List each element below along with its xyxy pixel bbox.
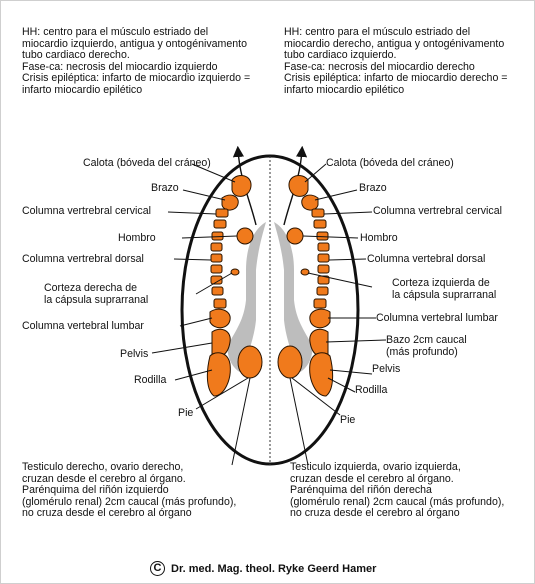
label-right-pie: Pie	[340, 414, 355, 426]
label-right-hombro: Hombro	[360, 232, 398, 244]
label-left-calota: Calota (bóveda del cráneo)	[83, 157, 211, 169]
organ-right-calota	[289, 175, 308, 196]
organ-left-dorsal-2	[211, 243, 222, 251]
label-left-dorsal: Columna vertrebral dorsal	[22, 253, 144, 265]
label-right-pelvis: Pelvis	[372, 363, 400, 375]
organ-right-dorsal-6	[317, 287, 328, 295]
label-right-corteza: Corteza izquierda de la cápsula suprarra…	[392, 277, 496, 301]
organ-left-lumbar-1	[214, 299, 226, 308]
label-left-brazo: Brazo	[151, 182, 179, 194]
label-left-rodilla: Rodilla	[134, 374, 166, 386]
label-left-pelvis: Pelvis	[120, 348, 148, 360]
organ-right-dorsal-3	[318, 254, 329, 262]
organ-right-cervical-2	[314, 220, 326, 228]
footer-right-text: Testiculo izquierda, ovario izquierda, c…	[290, 462, 530, 520]
organ-right-pie	[278, 346, 302, 378]
organ-right-lumbar-2	[310, 309, 330, 328]
organ-left-brazo	[222, 195, 238, 210]
organ-left-dorsal-4	[211, 265, 222, 273]
label-right-brazo: Brazo	[359, 182, 387, 194]
organ-left-corteza	[231, 269, 239, 275]
organ-left-pie	[238, 346, 262, 378]
organ-right-lumbar-1	[314, 299, 326, 308]
label-right-lumbar: Columna vertebral lumbar	[376, 312, 498, 324]
organ-left-hombro	[237, 228, 253, 244]
organ-right-dorsal-1	[317, 232, 328, 240]
label-right-cervical: Columna vertrebral cervical	[373, 205, 502, 217]
copyright-line: C Dr. med. Mag. theol. Ryke Geerd Hamer	[150, 561, 376, 576]
label-left-pie: Pie	[178, 407, 193, 419]
organ-left-cervical-1	[216, 209, 228, 217]
organ-right-hombro	[287, 228, 303, 244]
organ-left-leg	[207, 353, 230, 396]
organ-right-cervical-1	[312, 209, 324, 217]
label-left-corteza: Corteza derecha de la cápsula suprarrana…	[44, 282, 148, 306]
organ-left-calota	[232, 175, 251, 196]
organ-left-dorsal-1	[212, 232, 223, 240]
organ-left-dorsal-6	[212, 287, 223, 295]
label-left-hombro: Hombro	[118, 232, 156, 244]
copyright-icon: C	[150, 561, 165, 576]
organ-left-lumbar-2	[210, 309, 230, 328]
label-left-lumbar: Columna vertebral lumbar	[22, 320, 144, 332]
label-left-cervical: Columna vertrebral cervical	[22, 205, 151, 217]
footer-left-text: Testiculo derecho, ovario derecho, cruza…	[22, 462, 277, 520]
organ-left-dorsal-3	[211, 254, 222, 262]
organ-right-leg	[310, 353, 333, 396]
organ-right-corteza	[301, 269, 309, 275]
organ-right-dorsal-4	[318, 265, 329, 273]
label-right-dorsal: Columna vertebral dorsal	[367, 253, 485, 265]
organ-right-dorsal-2	[318, 243, 329, 251]
organ-right-brazo	[302, 195, 318, 210]
copyright-text: Dr. med. Mag. theol. Ryke Geerd Hamer	[171, 563, 376, 575]
label-right-calota: Calota (bóveda del cráneo)	[326, 157, 454, 169]
label-right-bazo: Bazo 2cm caucal (más profundo)	[386, 334, 467, 358]
label-right-rodilla: Rodilla	[355, 384, 387, 396]
organ-left-cervical-2	[214, 220, 226, 228]
